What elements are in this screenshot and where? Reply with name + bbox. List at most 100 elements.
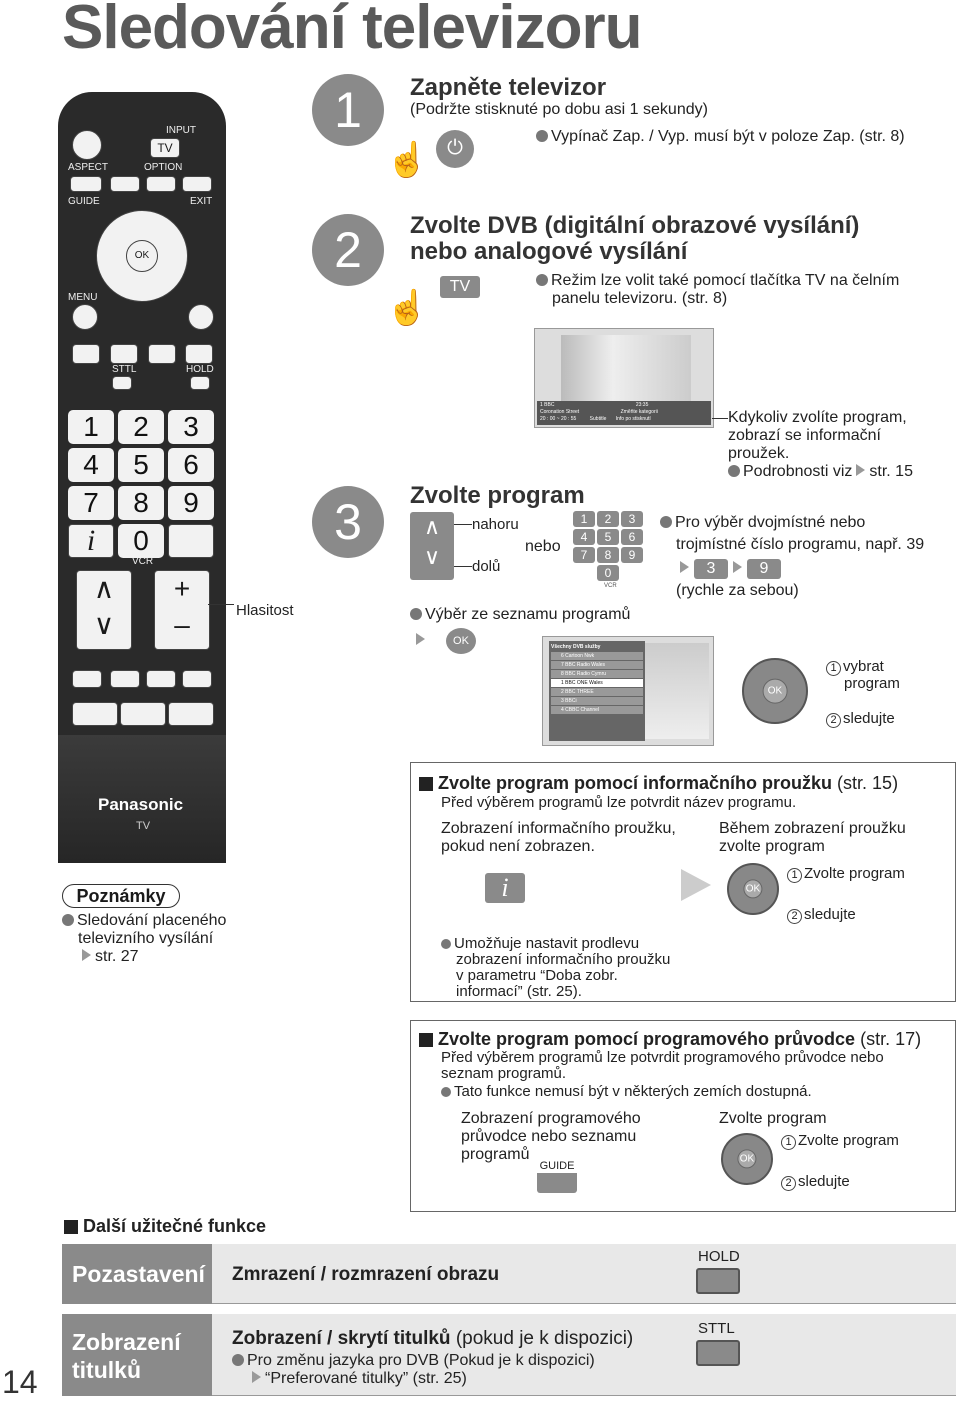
channel-list-item: 3 BBCi — [551, 697, 643, 705]
banner-time: 20 : 00 ~ 20 : 55 — [540, 416, 577, 422]
guide-note: Tato funkce nemusí být v některých zemíc… — [441, 1083, 812, 1100]
remote-control: INPUT TV ASPECT OPTION GUIDE EXIT OK MEN… — [58, 92, 226, 862]
hold-key-label: HOLD — [698, 1248, 740, 1265]
ok-navigation-pad: OK — [742, 658, 808, 724]
info-section-page: (str. 15) — [837, 773, 899, 793]
hold-button[interactable] — [190, 376, 210, 390]
remote-button[interactable] — [182, 670, 212, 688]
channel-up-down-icon: ∧∨ — [410, 512, 454, 580]
small-key-3: 3 — [621, 511, 643, 527]
info-section-title: Zvolte program pomocí informačního prouž… — [419, 773, 898, 793]
select-number: 1 — [826, 661, 841, 676]
remote-button[interactable] — [120, 702, 166, 726]
info-banner: 1 BBC 23:35 Coronation Street Změňte kat… — [537, 401, 711, 425]
guide-col1-3: programů — [461, 1146, 530, 1163]
guide-col1-1: Zobrazení programového — [461, 1110, 641, 1127]
guide-key-icon: GUIDE — [537, 1159, 577, 1193]
banner-info: Info po stisknutí — [615, 416, 651, 422]
num-key-4[interactable]: 4 — [68, 448, 114, 482]
page-number: 14 — [2, 1364, 38, 1400]
example-key-9: 9 — [747, 559, 781, 579]
pause-label: Pozastavení — [62, 1244, 212, 1304]
red-button[interactable] — [72, 344, 100, 364]
info-button[interactable]: i — [68, 524, 114, 558]
info-section-title-text: Zvolte program pomocí informačního prouž… — [438, 773, 833, 793]
step2-title-1: Zvolte DVB (digitální obrazové vysílání) — [410, 212, 860, 239]
vcr-label: VCR — [132, 556, 154, 567]
remote-button[interactable] — [110, 176, 140, 192]
num-key-1[interactable]: 1 — [68, 410, 114, 444]
small-vcr-label: VCR — [604, 583, 617, 589]
guide-ok-pad: OK — [721, 1133, 773, 1185]
exit-label: EXIT — [190, 196, 213, 207]
tv-button[interactable]: TV — [150, 138, 180, 158]
channel-list-item: 1 BBC ONE Wales — [551, 679, 643, 687]
num-key-3[interactable]: 3 — [168, 410, 214, 444]
step1-note-text: Vypínač Zap. / Vyp. musí být v poloze Za… — [551, 128, 905, 145]
volume-rocker[interactable]: +– — [154, 570, 210, 650]
channel-rocker[interactable]: ∧∨ — [76, 570, 132, 650]
remote-button[interactable] — [72, 670, 102, 688]
info-note-2: zobrazení informačního proužku — [456, 951, 671, 968]
info-note-4: informací” (str. 25). — [456, 983, 582, 1000]
channel-down-label: dolů — [472, 558, 501, 575]
step2-title-2: nebo analogové vysílání — [410, 238, 688, 265]
notes-text-2: televizního vysílání — [78, 930, 214, 947]
sttl-button[interactable] — [112, 376, 132, 390]
small-key-0: 0 — [597, 565, 619, 581]
num-key-0[interactable]: 0 — [118, 524, 164, 558]
num-key-8[interactable]: 8 — [118, 486, 164, 520]
return-button[interactable] — [188, 304, 214, 330]
info-detail-text: Podrobnosti viz — [743, 463, 853, 480]
small-key-2: 2 — [597, 511, 619, 527]
notes-text-1: Sledování placeného — [62, 912, 226, 930]
option-button[interactable] — [146, 176, 176, 192]
yellow-button[interactable] — [148, 344, 176, 364]
woman-illustration — [639, 643, 709, 739]
watch-text: sledujte — [843, 710, 895, 727]
menu-button[interactable] — [72, 304, 98, 330]
remote-button[interactable] — [72, 702, 118, 726]
num-key-7[interactable]: 7 — [68, 486, 114, 520]
remote-button[interactable] — [182, 176, 212, 192]
notes-title: Poznámky — [62, 884, 180, 908]
small-key-5: 5 — [597, 529, 619, 545]
remote-bottom — [58, 735, 226, 863]
num-key-6[interactable]: 6 — [168, 448, 214, 482]
remote-button[interactable] — [168, 524, 214, 558]
page-title: Sledování televizoru — [62, 0, 643, 62]
channel-list-item: 7 BBC Radio Wales — [551, 661, 643, 669]
info-banner-text-3: proužek. — [728, 445, 790, 462]
info-ok-pad: OK — [727, 863, 779, 915]
aspect-button[interactable] — [70, 176, 102, 192]
blue-button[interactable] — [185, 344, 213, 364]
guide-key-label: GUIDE — [537, 1159, 577, 1173]
down-leader — [454, 566, 472, 567]
guide-watch-number: 2 — [781, 1176, 796, 1191]
info-watch-number: 2 — [787, 909, 802, 924]
green-button[interactable] — [110, 344, 138, 364]
num-key-2[interactable]: 2 — [118, 410, 164, 444]
small-key-7: 7 — [573, 547, 595, 563]
guide-col1-2: průvodce nebo seznamu — [461, 1128, 637, 1145]
remote-button[interactable] — [168, 702, 214, 726]
subtitle-label-text-2: titulků — [72, 1357, 141, 1383]
step3-title: Zvolte program — [410, 482, 585, 509]
num-key-5[interactable]: 5 — [118, 448, 164, 482]
ok-button[interactable]: OK — [126, 240, 158, 272]
more-title: Další užitečné funkce — [64, 1216, 266, 1236]
ok-key-label: OK — [453, 635, 469, 647]
power-button[interactable] — [72, 130, 102, 160]
channel-list-item: 8 BBC Radio Cymru — [551, 670, 643, 678]
remote-button[interactable] — [110, 670, 140, 688]
multi-digit-1: Pro výběr dvojmístné nebo — [660, 514, 865, 532]
guide-section-title-text: Zvolte program pomocí programového průvo… — [438, 1029, 856, 1049]
num-key-9[interactable]: 9 — [168, 486, 214, 520]
remote-button[interactable] — [146, 670, 176, 688]
step2-note-2: panelu televizoru. (str. 8) — [552, 290, 728, 307]
hand-icon: ☝ — [386, 141, 429, 179]
